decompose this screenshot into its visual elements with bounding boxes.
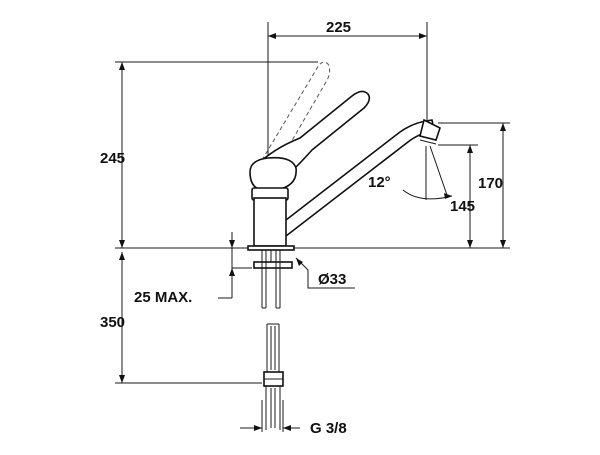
base-plate [247,245,295,251]
hose-connection [265,386,281,430]
flexible-hose [266,323,280,372]
handle-raised-outline [261,61,331,169]
arrowheads [119,33,506,431]
handle-lever [250,90,371,179]
dimension-lines [121,35,504,429]
extension-lines [115,22,510,432]
dim-angle-label: 12° [368,174,391,191]
aerator [419,118,441,141]
dim-170-label: 170 [478,175,503,192]
mounting-washer [253,261,293,269]
dim-25max-label: 25 MAX. [134,289,192,306]
threaded-shank [261,250,281,309]
dim-225-label: 225 [326,19,351,36]
dim-thread-label: G 3/8 [310,420,347,437]
dim-245-label: 245 [100,150,125,167]
dim-350-label: 350 [100,314,125,331]
handle-hub [249,156,297,191]
faucet-body [247,61,441,430]
dim-145-label: 145 [450,198,475,215]
body-column [253,197,287,247]
dim-diameter-label: Ø33 [318,271,346,288]
